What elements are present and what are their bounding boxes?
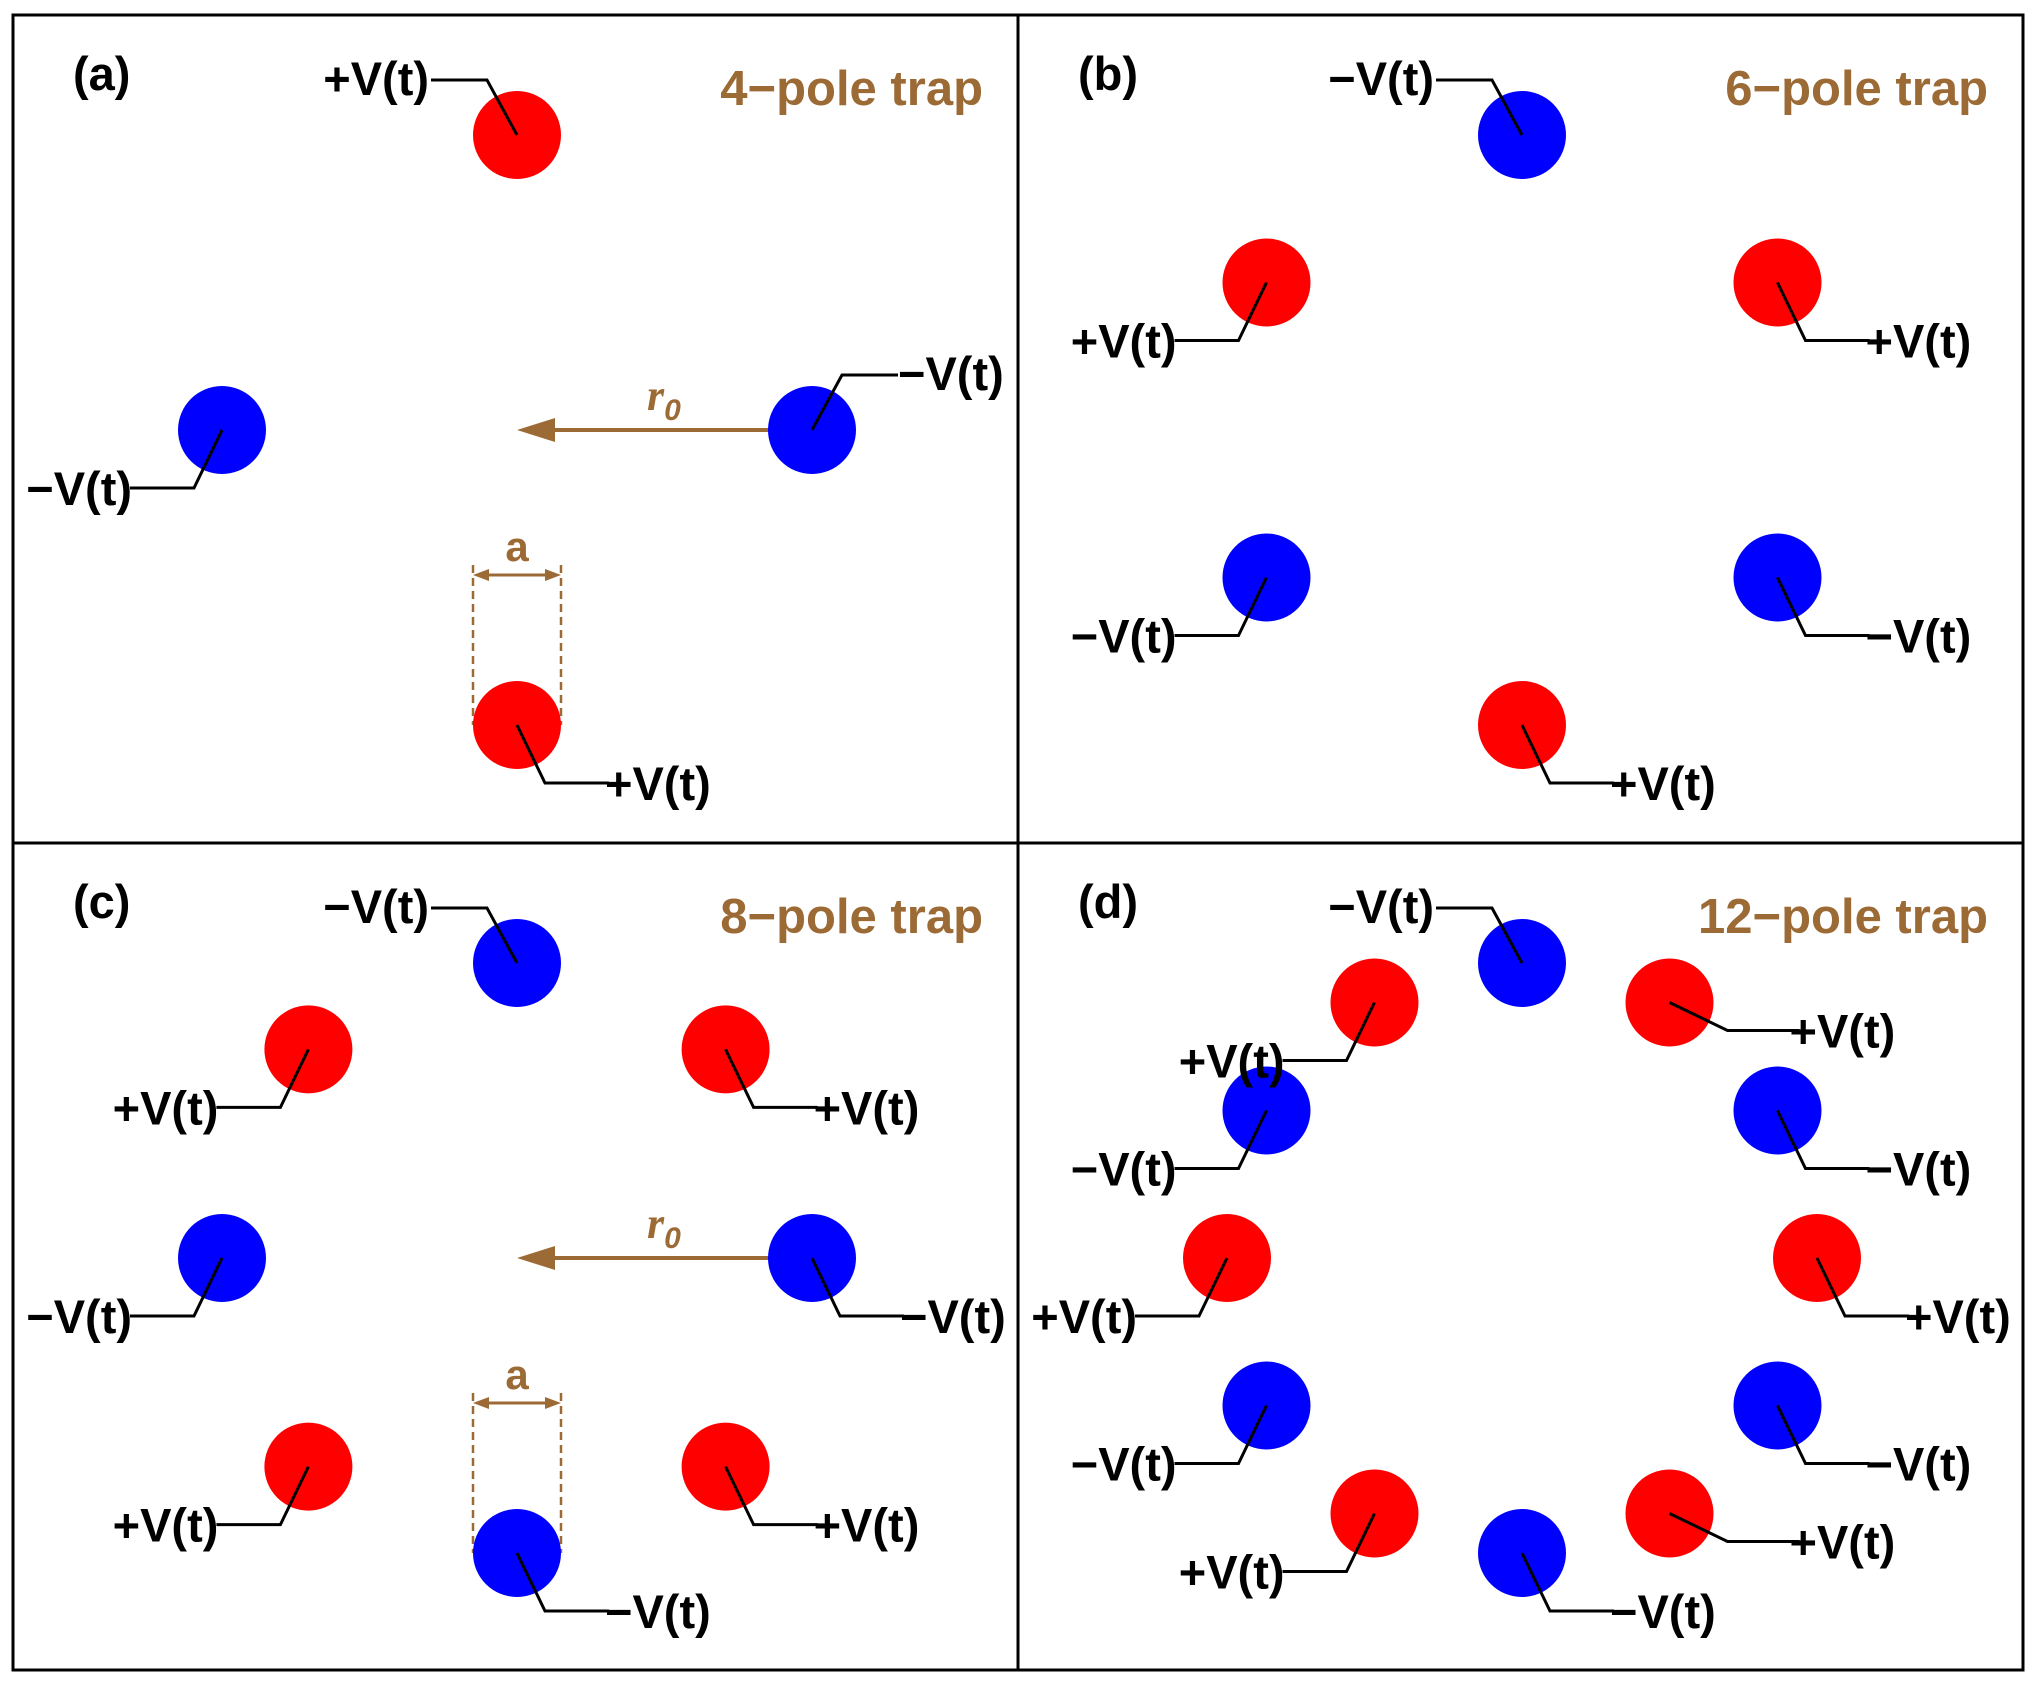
voltage-label: −V(t) bbox=[1866, 1438, 1972, 1491]
r0-symbol: r bbox=[647, 371, 665, 420]
rod-lead-wire bbox=[1520, 1552, 1614, 1613]
rod-lead-wire bbox=[1135, 1257, 1229, 1318]
voltage-label: −V(t) bbox=[323, 880, 429, 933]
panel-c-labels: (c) 8−pole trap −V(t) +V(t) −V(t) +V(t) −V(t) +… bbox=[26, 875, 1006, 1638]
a-arrow-head-right bbox=[545, 1397, 561, 1409]
voltage-label: −V(t) bbox=[900, 1290, 1006, 1343]
rod-lead-wire bbox=[810, 1257, 904, 1318]
voltage-label: +V(t) bbox=[814, 1499, 920, 1552]
panel-letter: (a) bbox=[73, 47, 130, 100]
panel-c-rods bbox=[130, 906, 904, 1613]
r0-arrow-head-left bbox=[517, 418, 555, 442]
panel-c-dimensions: r0 a bbox=[471, 1199, 812, 1553]
rod-lead-wire bbox=[130, 429, 224, 490]
voltage-label: +V(t) bbox=[1866, 315, 1972, 368]
rod-lead-wire bbox=[1174, 1109, 1268, 1170]
r0-label: r0 bbox=[647, 371, 681, 427]
panel-letter: (d) bbox=[1078, 875, 1138, 928]
rod-lead-wire bbox=[1436, 78, 1524, 136]
voltage-label: +V(t) bbox=[323, 52, 429, 105]
rod-lead-wire bbox=[1668, 1001, 1800, 1032]
panel-letter: (c) bbox=[73, 875, 130, 928]
panel-letter: (b) bbox=[1078, 47, 1138, 100]
voltage-label: −V(t) bbox=[26, 1290, 132, 1343]
rod-lead-wire bbox=[130, 1257, 224, 1318]
voltage-label: +V(t) bbox=[1179, 1546, 1285, 1599]
r0-subscript: 0 bbox=[664, 1222, 681, 1255]
rod-lead-wire bbox=[724, 1048, 818, 1109]
rod-lead-wire bbox=[515, 724, 609, 785]
voltage-label: −V(t) bbox=[1328, 52, 1434, 105]
rod-lead-wire bbox=[1776, 576, 1870, 637]
rod-lead-wire bbox=[1174, 281, 1268, 342]
voltage-label: +V(t) bbox=[1031, 1290, 1137, 1343]
panel-b-rods bbox=[1174, 78, 1870, 785]
rod-lead-wire bbox=[1815, 1257, 1909, 1318]
r0-symbol: r bbox=[647, 1199, 665, 1248]
voltage-label: +V(t) bbox=[1610, 757, 1716, 810]
panel-title: 12−pole trap bbox=[1698, 890, 1988, 944]
panel-frame bbox=[11, 13, 2025, 1672]
rod-lead-wire bbox=[1174, 1404, 1268, 1465]
r0-subscript: 0 bbox=[664, 394, 681, 427]
electrode-rods bbox=[130, 78, 1909, 1613]
a-arrow-head-right bbox=[545, 569, 561, 581]
voltage-label: −V(t) bbox=[26, 462, 132, 515]
panel-d-labels: (d) 12−pole trap −V(t) +V(t) −V(t) +V(t) −V(t)… bbox=[1031, 875, 2011, 1638]
voltage-label: +V(t) bbox=[1790, 1516, 1896, 1569]
rod-lead-wire bbox=[216, 1465, 310, 1527]
voltage-label: +V(t) bbox=[113, 1499, 219, 1552]
voltage-label: +V(t) bbox=[605, 757, 711, 810]
rod-lead-wire bbox=[1282, 1512, 1376, 1573]
voltage-label: −V(t) bbox=[1071, 610, 1177, 663]
panel-d-rods bbox=[1135, 906, 1909, 1613]
r0-arrow-head-left bbox=[517, 1246, 555, 1270]
voltage-label: −V(t) bbox=[1071, 1143, 1177, 1196]
rod-lead-wire bbox=[1436, 906, 1524, 964]
rod-lead-wire bbox=[724, 1465, 818, 1527]
rod-lead-wire bbox=[431, 78, 519, 136]
panel-title: 4−pole trap bbox=[720, 62, 983, 116]
r0-label: r0 bbox=[647, 1199, 681, 1255]
panel-b-labels: (b) 6−pole trap −V(t) +V(t) −V(t) +V(t) −V(t) +… bbox=[1071, 47, 1988, 810]
a-arrow-head-left bbox=[473, 569, 489, 581]
rod-lead-wire bbox=[1776, 1404, 1870, 1465]
rod-lead-wire bbox=[1520, 724, 1614, 785]
rod-lead-wire bbox=[1776, 1109, 1870, 1170]
voltage-label: +V(t) bbox=[1179, 1035, 1285, 1088]
rod-lead-wire bbox=[216, 1048, 310, 1109]
voltage-label: −V(t) bbox=[1328, 880, 1434, 933]
panel-title: 8−pole trap bbox=[720, 890, 983, 944]
panel-a-labels: (a) 4−pole trap +V(t) −V(t) +V(t) −V(t) bbox=[26, 47, 1004, 810]
rod-lead-wire bbox=[1174, 576, 1268, 637]
voltage-label: −V(t) bbox=[1866, 1143, 1972, 1196]
a-dimension-label: a bbox=[505, 1351, 529, 1398]
a-arrow-head-left bbox=[473, 1397, 489, 1409]
voltage-label: +V(t) bbox=[113, 1081, 219, 1134]
rod-lead-wire bbox=[1282, 1001, 1376, 1062]
panel-title: 6−pole trap bbox=[1725, 62, 1988, 116]
voltage-label: −V(t) bbox=[1866, 610, 1972, 663]
voltage-label: +V(t) bbox=[814, 1081, 920, 1134]
a-dimension-label: a bbox=[505, 523, 529, 570]
voltage-label: −V(t) bbox=[605, 1585, 711, 1638]
rod-lead-wire bbox=[810, 373, 898, 431]
panel-a-dimensions: r0 a bbox=[471, 371, 812, 725]
voltage-label: +V(t) bbox=[1071, 315, 1177, 368]
voltage-label: +V(t) bbox=[1905, 1290, 2011, 1343]
panel-texts: (a) 4−pole trap +V(t) −V(t) +V(t) −V(t) (b) 6−p… bbox=[26, 47, 2011, 1638]
panel-a-rods bbox=[130, 78, 898, 785]
rod-lead-wire bbox=[431, 906, 519, 964]
voltage-label: +V(t) bbox=[1790, 1005, 1896, 1058]
voltage-label: −V(t) bbox=[1071, 1438, 1177, 1491]
voltage-label: −V(t) bbox=[898, 347, 1004, 400]
rod-lead-wire bbox=[1668, 1512, 1800, 1543]
voltage-label: −V(t) bbox=[1610, 1585, 1716, 1638]
rod-lead-wire bbox=[1776, 281, 1870, 342]
rod-lead-wire bbox=[515, 1552, 609, 1613]
